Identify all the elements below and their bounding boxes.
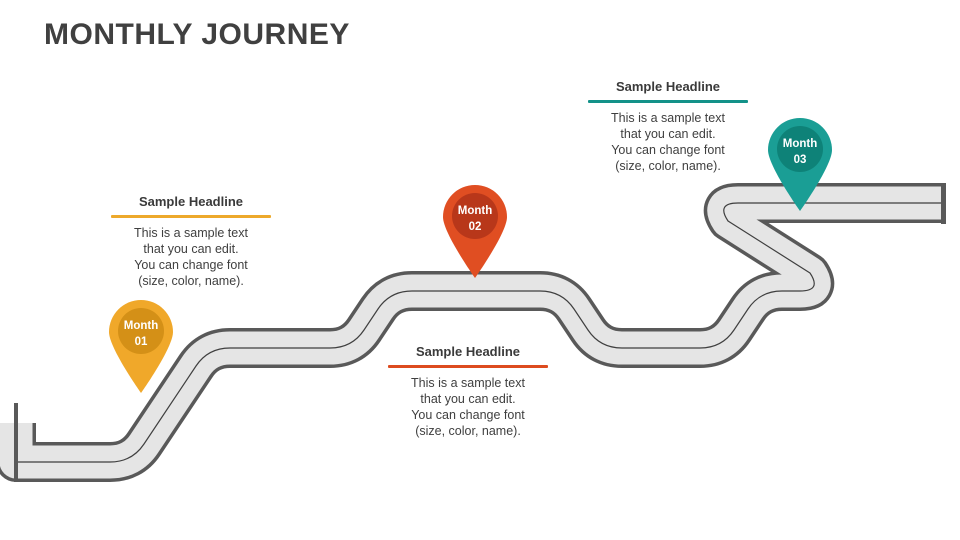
- callout-headline-1: Sample Headline: [138, 194, 244, 209]
- callout-body-line: (size, color, name).: [615, 159, 721, 173]
- map-pin-month-03[interactable]: Month 03: [764, 116, 836, 212]
- callout-accent-rule-3: [588, 100, 748, 103]
- callout-body-line: that you can edit.: [143, 242, 239, 256]
- callout-body-line: This is a sample text: [411, 376, 525, 390]
- map-pin-inner-circle: [777, 126, 823, 172]
- map-pin-month-01[interactable]: Month 01: [105, 298, 177, 394]
- callout-month-02: Sample Headline This is a sample text th…: [378, 343, 558, 439]
- callout-body-line: You can change font: [134, 258, 248, 272]
- callout-body-3: This is a sample text that you can edit.…: [578, 110, 758, 174]
- callout-body-line: (size, color, name).: [138, 274, 244, 288]
- callout-body-line: This is a sample text: [611, 111, 725, 125]
- callout-body-line: (size, color, name).: [415, 424, 521, 438]
- callout-body-1: This is a sample text that you can edit.…: [101, 225, 281, 289]
- callout-month-01: Sample Headline This is a sample text th…: [101, 193, 281, 289]
- callout-month-03: Sample Headline This is a sample text th…: [578, 78, 758, 174]
- callout-accent-rule-2: [388, 365, 548, 368]
- road-end-cap: [941, 183, 946, 224]
- map-pin-month-02[interactable]: Month 02: [439, 183, 511, 279]
- callout-body-line: You can change font: [611, 143, 725, 157]
- callout-body-line: You can change font: [411, 408, 525, 422]
- road-start-cap: [14, 403, 18, 482]
- callout-accent-rule-1: [111, 215, 271, 218]
- map-pin-inner-circle: [118, 308, 164, 354]
- callout-body-line: that you can edit.: [620, 127, 716, 141]
- callout-body-2: This is a sample text that you can edit.…: [378, 375, 558, 439]
- callout-body-line: This is a sample text: [134, 226, 248, 240]
- callout-headline-3: Sample Headline: [615, 79, 721, 94]
- map-pin-inner-circle: [452, 193, 498, 239]
- road-centre-divider: [15, 202, 945, 463]
- callout-body-line: that you can edit.: [420, 392, 516, 406]
- page-title: MONTHLY JOURNEY: [44, 18, 350, 51]
- callout-headline-2: Sample Headline: [415, 344, 521, 359]
